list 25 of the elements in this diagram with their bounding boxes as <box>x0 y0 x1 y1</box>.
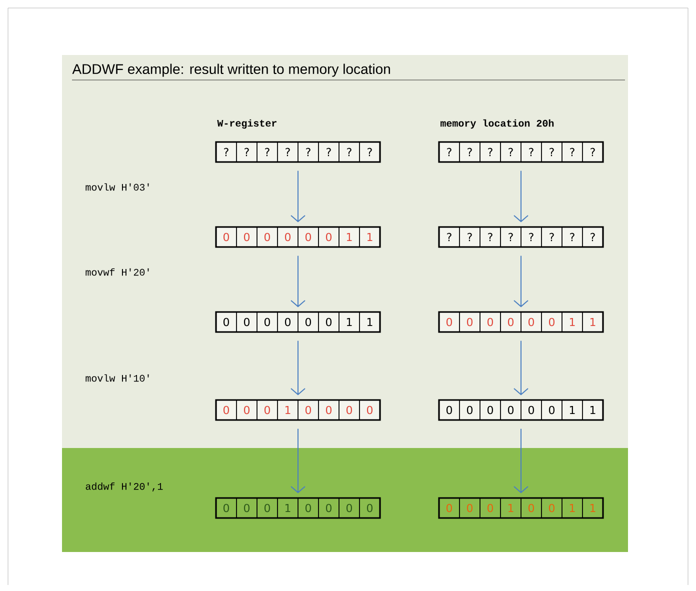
arrow <box>290 255 306 308</box>
column-header: W-register <box>217 119 276 129</box>
register-box: ? ? ? ? ? ? ? ? <box>215 141 381 163</box>
register-box: ? ? ? ? ? ? ? ? <box>438 141 604 163</box>
arrow <box>514 428 528 494</box>
arrow <box>290 340 306 396</box>
instruction-text: movlw H'10' <box>86 374 149 382</box>
arrow <box>514 170 528 222</box>
instruction-text: addwf H'20',1 <box>86 482 163 492</box>
column-header: memory location 20h <box>440 119 554 129</box>
register-box: 0 0 0 1 0 0 0 0 <box>215 497 381 519</box>
arrow <box>290 170 306 222</box>
register-box: 0 0 0 1 0 0 0 0 <box>215 399 381 421</box>
register-box: 0 0 0 0 0 0 1 1 <box>438 399 604 421</box>
arrow <box>514 340 528 396</box>
register-box: 0 0 0 0 0 0 1 1 <box>215 226 381 248</box>
instruction-text: movwf H'20' <box>86 268 149 276</box>
arrow <box>290 428 306 494</box>
register-box: 0 0 0 0 0 0 1 1 <box>438 311 604 333</box>
instruction-text: movlw H'03' <box>86 183 149 191</box>
title: ADDWF example: result written to memory location <box>72 64 390 77</box>
arrow <box>514 255 528 308</box>
register-box: 0 0 0 0 0 0 1 1 <box>215 311 381 333</box>
register-box: ? ? ? ? ? ? ? ? <box>438 226 604 248</box>
register-box: 0 0 0 1 0 0 1 1 <box>438 497 604 519</box>
